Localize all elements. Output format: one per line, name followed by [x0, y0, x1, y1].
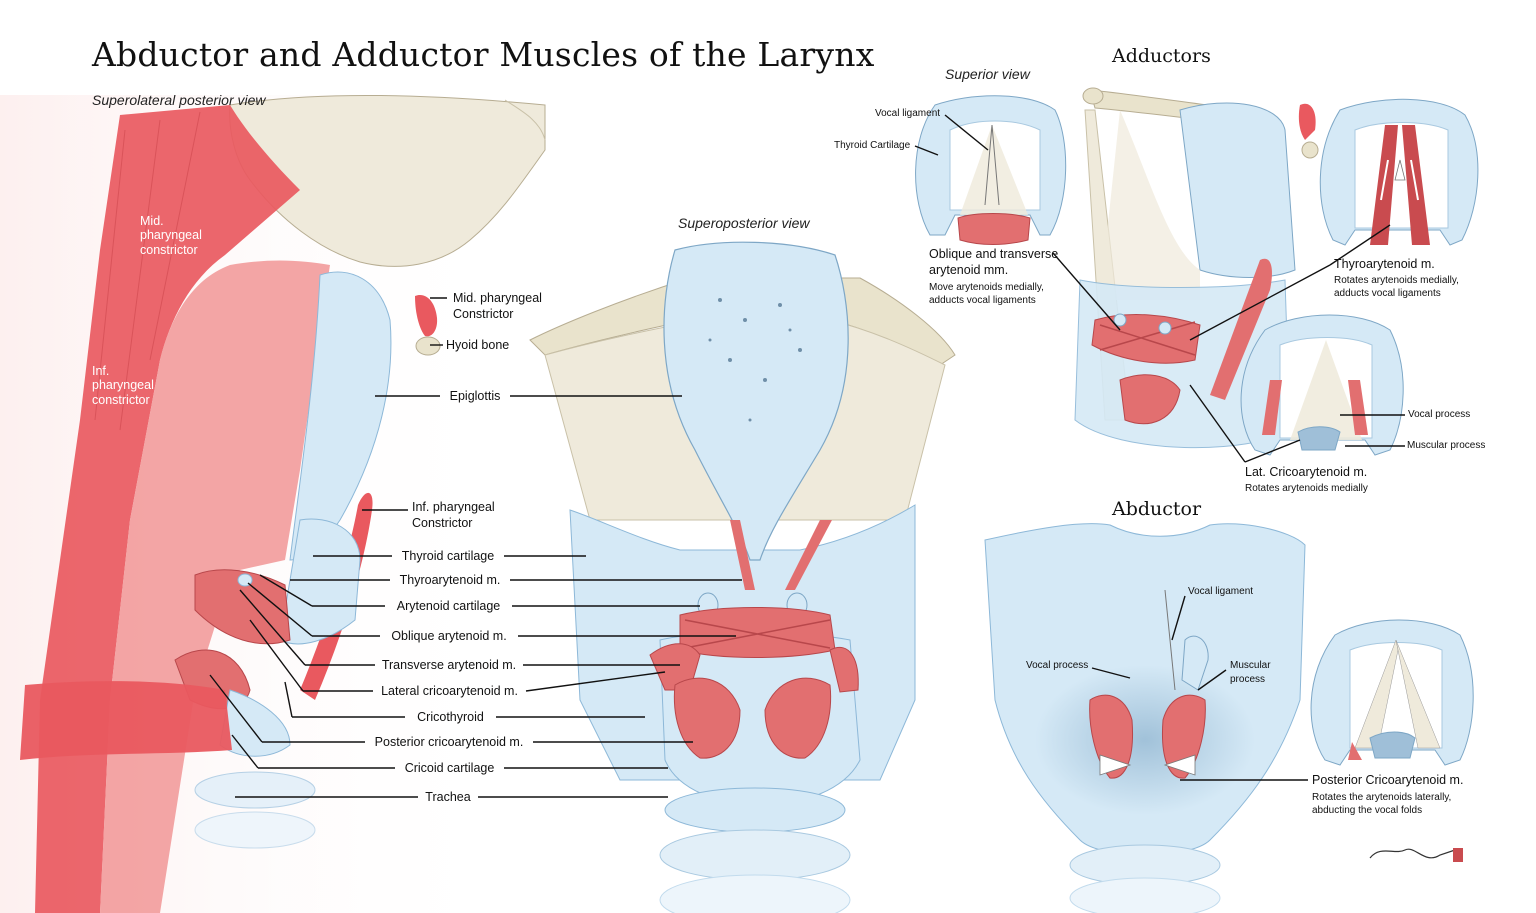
superior-view-illustration: [915, 95, 1067, 245]
artist-signature: [1369, 848, 1456, 859]
abductor-posterior-illustration: [984, 523, 1306, 913]
adductor-lateral-illustration: [1074, 87, 1319, 449]
hyoid-bone-label: Hyoid bone: [446, 338, 510, 352]
inf-pharyngeal-callout-1: Inf. pharyngeal: [412, 500, 495, 514]
posterior-cricoarytenoid-label: Posterior cricoarytenoid m.: [374, 735, 524, 749]
epiglottis-label: Epiglottis: [449, 389, 501, 403]
lat-cricoarytenoid-superior-illustration: [1240, 314, 1404, 456]
arytenoid-cartilage-label: Arytenoid cartilage: [396, 599, 501, 613]
abductor-muscular-label-1: Muscular: [1230, 660, 1271, 671]
pca-title: Posterior Cricoarytenoid m.: [1312, 773, 1464, 787]
oblique-transverse-desc-2: adducts vocal ligaments: [929, 295, 1036, 306]
lat-cricoarytenoid-title: Lat. Cricoarytenoid m.: [1245, 465, 1368, 479]
adductors-heading: Adductors: [1112, 45, 1211, 67]
oblique-transverse-title-1: Oblique and transverse: [929, 247, 1059, 261]
vocal-process-label: Vocal process: [1408, 409, 1471, 420]
pca-desc-2: abducting the vocal folds: [1312, 805, 1423, 816]
muscular-process-label: Muscular process: [1407, 440, 1486, 451]
thyroarytenoid-label: Thyroarytenoid m.: [399, 573, 501, 587]
artist-seal: [1453, 848, 1463, 862]
left-view-caption: Superolateral posterior view: [92, 92, 266, 108]
thyroarytenoid-title: Thyroarytenoid m.: [1334, 257, 1435, 271]
motion-arrows: [1099, 159, 1406, 776]
left-view-illustration: [0, 95, 546, 913]
trachea-label: Trachea: [425, 790, 471, 804]
oblique-transverse-title-2: arytenoid mm.: [929, 263, 1009, 277]
abductor-muscular-label-2: process: [1230, 674, 1266, 685]
mid-pharyngeal-callout-2: Constrictor: [453, 307, 514, 321]
mid-pharyngeal-label: Mid. pharyngeal constrictor: [140, 214, 202, 257]
page-title: Abductor and Adductor Muscles of the Lar…: [92, 35, 875, 74]
cricothyroid-label: Cricothyroid: [417, 710, 484, 724]
superior-view-caption: Superior view: [945, 66, 1030, 82]
transverse-arytenoid-label: Transverse arytenoid m.: [381, 658, 517, 672]
oblique-transverse-desc-1: Move arytenoids medially,: [929, 282, 1044, 293]
abductor-heading: Abductor: [1112, 498, 1202, 520]
lat-cricoarytenoid-desc: Rotates arytenoids medially: [1245, 483, 1368, 494]
thyroarytenoid-desc-2: adducts vocal ligaments: [1334, 288, 1441, 299]
leader-lines: [209, 114, 1405, 798]
abductor-vocal-ligament-label: Vocal ligament: [1188, 586, 1254, 597]
inf-pharyngeal-label: Inf. pharyngeal constrictor: [92, 364, 154, 407]
oblique-arytenoid-label: Oblique arytenoid m.: [391, 629, 507, 643]
lateral-cricoarytenoid-label: Lateral cricoarytenoid m.: [381, 684, 518, 698]
abductor-vocal-process-label: Vocal process: [1026, 660, 1089, 671]
thyroarytenoid-desc-1: Rotates arytenoids medially,: [1334, 275, 1459, 286]
pca-desc-1: Rotates the arytenoids laterally,: [1312, 792, 1452, 803]
inf-pharyngeal-callout-2: Constrictor: [412, 516, 473, 530]
cricoid-cartilage-label: Cricoid cartilage: [404, 761, 495, 775]
pca-superior-illustration: [1310, 619, 1474, 766]
center-view-illustration: [529, 241, 956, 913]
vocal-ligament-label: Vocal ligament: [875, 108, 941, 119]
center-view-caption: Superoposterior view: [678, 215, 810, 231]
mid-pharyngeal-callout-1: Mid. pharyngeal: [453, 291, 542, 305]
thyroid-cartilage-sv-label: Thyroid Cartilage: [834, 140, 911, 151]
thyroid-cartilage-label: Thyroid cartilage: [401, 549, 495, 563]
